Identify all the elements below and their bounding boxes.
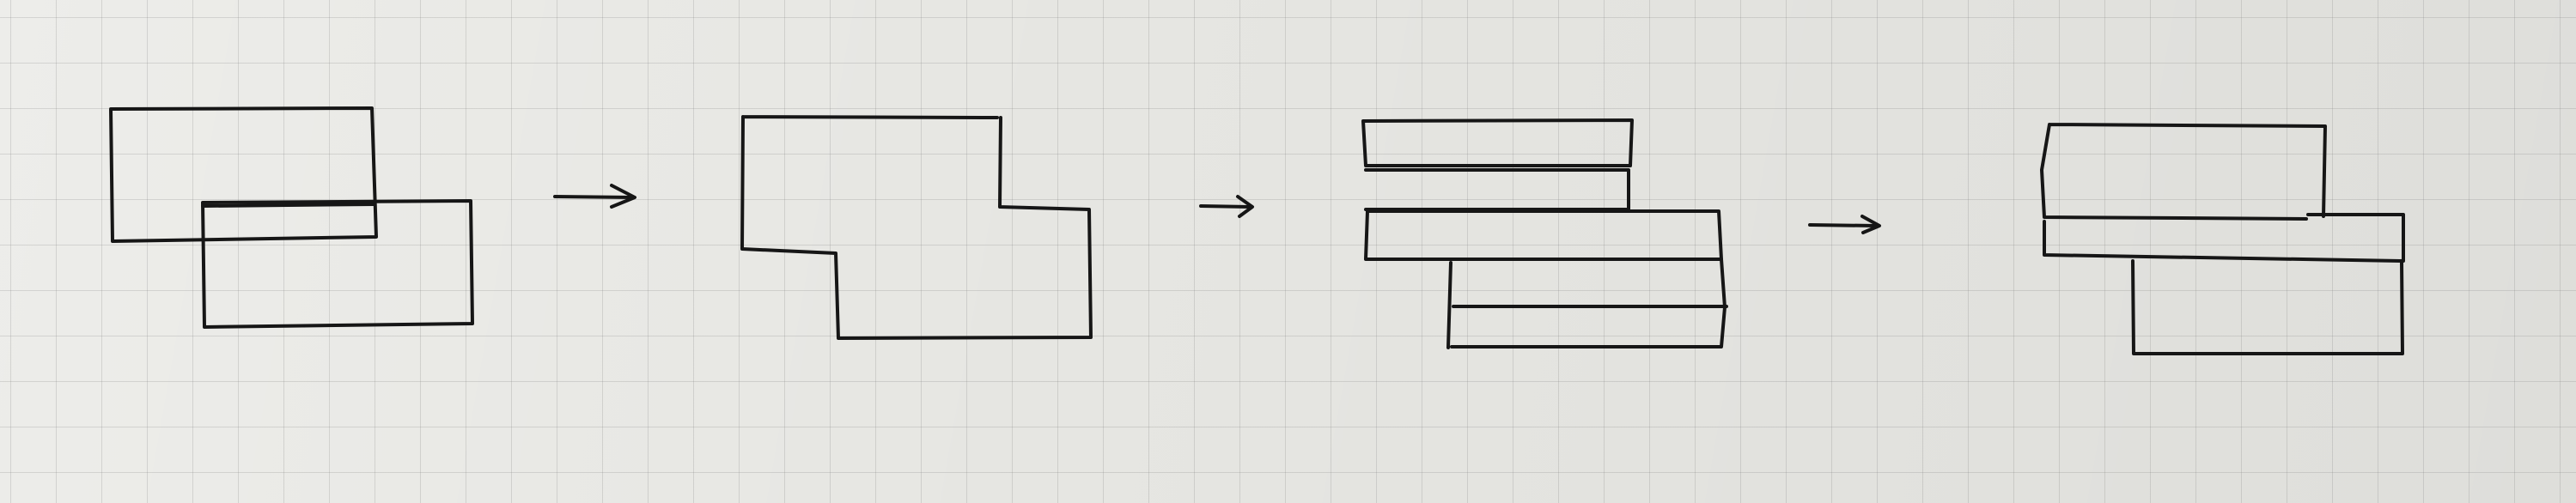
arrow-right-icon [553, 184, 636, 209]
bottom-block [2131, 259, 2404, 355]
top-block [2040, 123, 2327, 221]
rectangle-bottom [201, 199, 474, 329]
strip-3 [1364, 209, 1723, 261]
strip-1 [1361, 118, 1634, 167]
panel-horizontal-strips [1361, 118, 1728, 349]
overlap-line [201, 203, 375, 208]
arrow-right-icon [1808, 215, 1881, 234]
panel-merged-strips [2040, 123, 2405, 355]
panel-merged-outline [740, 115, 1093, 340]
panel-overlapping-rectangles [109, 106, 474, 329]
strip-2 [1364, 168, 1630, 211]
middle-block [2043, 213, 2405, 263]
arrow-right-icon [1199, 195, 1254, 218]
strip-5 [1450, 258, 1728, 348]
strip-4 [1446, 261, 1452, 349]
merged-outline-shape [740, 115, 1093, 340]
rectangle-top [109, 106, 378, 243]
